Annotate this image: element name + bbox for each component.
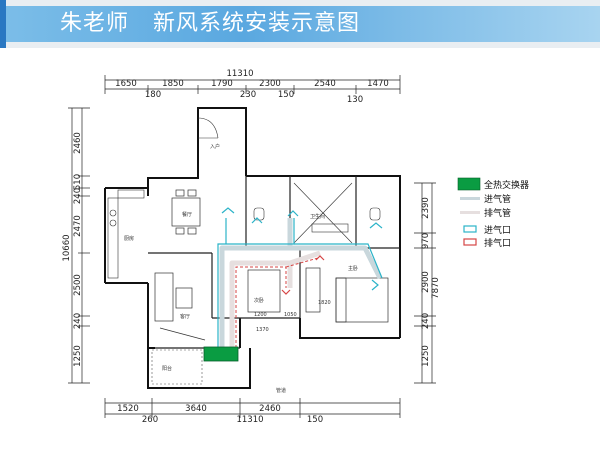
legend-swatch-supply-port	[463, 225, 477, 233]
dim-bottom-2: 3640	[185, 404, 207, 414]
label-living: 客厅	[180, 313, 190, 320]
exhaust-lines	[235, 257, 319, 348]
dim-left-3: 240	[73, 188, 83, 204]
exhaust-ports	[281, 255, 325, 295]
dim-top-sub-1: 180	[145, 90, 161, 100]
dim-top-sub-2: 230	[240, 90, 256, 100]
legend-label-exhaust-pipe: 排气管	[484, 207, 511, 219]
dim-top-5: 2540	[314, 79, 336, 89]
dining-table	[171, 189, 201, 235]
label-bath: 卫生间	[310, 213, 325, 220]
label-balcony: 阳台	[162, 365, 172, 372]
dim-right-4: 240	[421, 313, 431, 329]
legend-swatch-exchanger	[457, 177, 481, 191]
dim-bottom-total: 11310	[236, 415, 263, 425]
legend-label-supply-pipe: 进气管	[484, 193, 511, 205]
dim-top-total: 11310	[226, 69, 253, 79]
legend-label-exhaust-port: 排气口	[484, 237, 511, 249]
dim-bottom-3: 2460	[259, 404, 281, 414]
legend-label-supply-port: 进气口	[484, 224, 511, 236]
label-entrance: 入户	[210, 143, 220, 150]
kitchen-fixtures	[107, 189, 145, 279]
dim-left-1: 2460	[73, 132, 83, 154]
supply-lines	[217, 218, 383, 348]
title-band	[6, 6, 600, 42]
floor-plan: 11310 1650 1850 1790 2300 2540 1470 180 …	[62, 69, 529, 425]
dim-inner-1: 1200	[254, 312, 267, 318]
sofa	[154, 272, 206, 341]
door-arc	[197, 117, 219, 139]
dim-right-3: 2900	[421, 271, 431, 293]
title-accent	[0, 0, 6, 48]
dim-right-5: 1250	[421, 345, 431, 367]
dim-right-1: 2390	[421, 197, 431, 219]
dim-top-6: 1470	[367, 79, 389, 89]
label-bedroom-main: 主卧	[348, 265, 358, 272]
dim-top-1: 1650	[115, 79, 137, 89]
dim-top-sub-3: 150	[278, 90, 294, 100]
label-bedroom-2: 次卧	[254, 297, 264, 304]
dim-bottom-sub-1: 260	[142, 415, 158, 425]
beds	[247, 267, 389, 323]
right-dimensions	[414, 182, 436, 384]
dim-left-5: 2500	[73, 274, 83, 296]
bottom-dimensions	[104, 398, 401, 418]
legend: 全热交换器 进气管 排气管 进气口 排气口	[457, 177, 529, 249]
legend-swatch-exhaust-port	[463, 238, 477, 246]
dim-left-2: 510	[73, 174, 83, 190]
supply-ducts	[219, 218, 383, 348]
dim-left-total: 10660	[62, 234, 72, 261]
dim-bottom-sub-2: 150	[307, 415, 323, 425]
dim-right-2: 970	[421, 233, 431, 249]
dim-left-7: 1250	[73, 345, 83, 367]
dim-top-3: 1790	[211, 79, 233, 89]
legend-swatch-supply-pipe	[460, 197, 480, 200]
dim-left-4: 2470	[73, 215, 83, 237]
dim-left-6: 240	[73, 313, 83, 329]
bath-fixtures	[253, 182, 381, 244]
balcony	[151, 349, 203, 385]
legend-label-exchanger: 全热交换器	[484, 179, 529, 191]
legend-swatch-exhaust-pipe	[460, 211, 480, 214]
label-dining: 餐厅	[182, 211, 192, 218]
walls	[104, 107, 401, 389]
left-dimensions	[68, 107, 90, 384]
heat-exchanger-unit	[203, 346, 239, 362]
dim-inner-4: 1820	[318, 300, 331, 306]
dim-inner-3: 1370	[256, 327, 269, 333]
dim-bottom-1: 1520	[117, 404, 139, 414]
title-bar: 朱老师 新风系统安装示意图	[0, 0, 600, 48]
supply-ports	[221, 207, 383, 291]
label-kitchen: 厨房	[124, 235, 134, 242]
dim-top-2: 1850	[162, 79, 184, 89]
top-dimensions	[104, 75, 401, 94]
dim-top-sub-4: 130	[347, 95, 363, 105]
label-pipe: 管道	[276, 387, 286, 394]
dim-inner-2: 1050	[284, 312, 297, 318]
dim-top-4: 2300	[259, 79, 281, 89]
dim-right-total: 7870	[431, 277, 441, 299]
exhaust-ducts	[229, 250, 321, 348]
page-title: 朱老师 新风系统安装示意图	[60, 11, 360, 36]
